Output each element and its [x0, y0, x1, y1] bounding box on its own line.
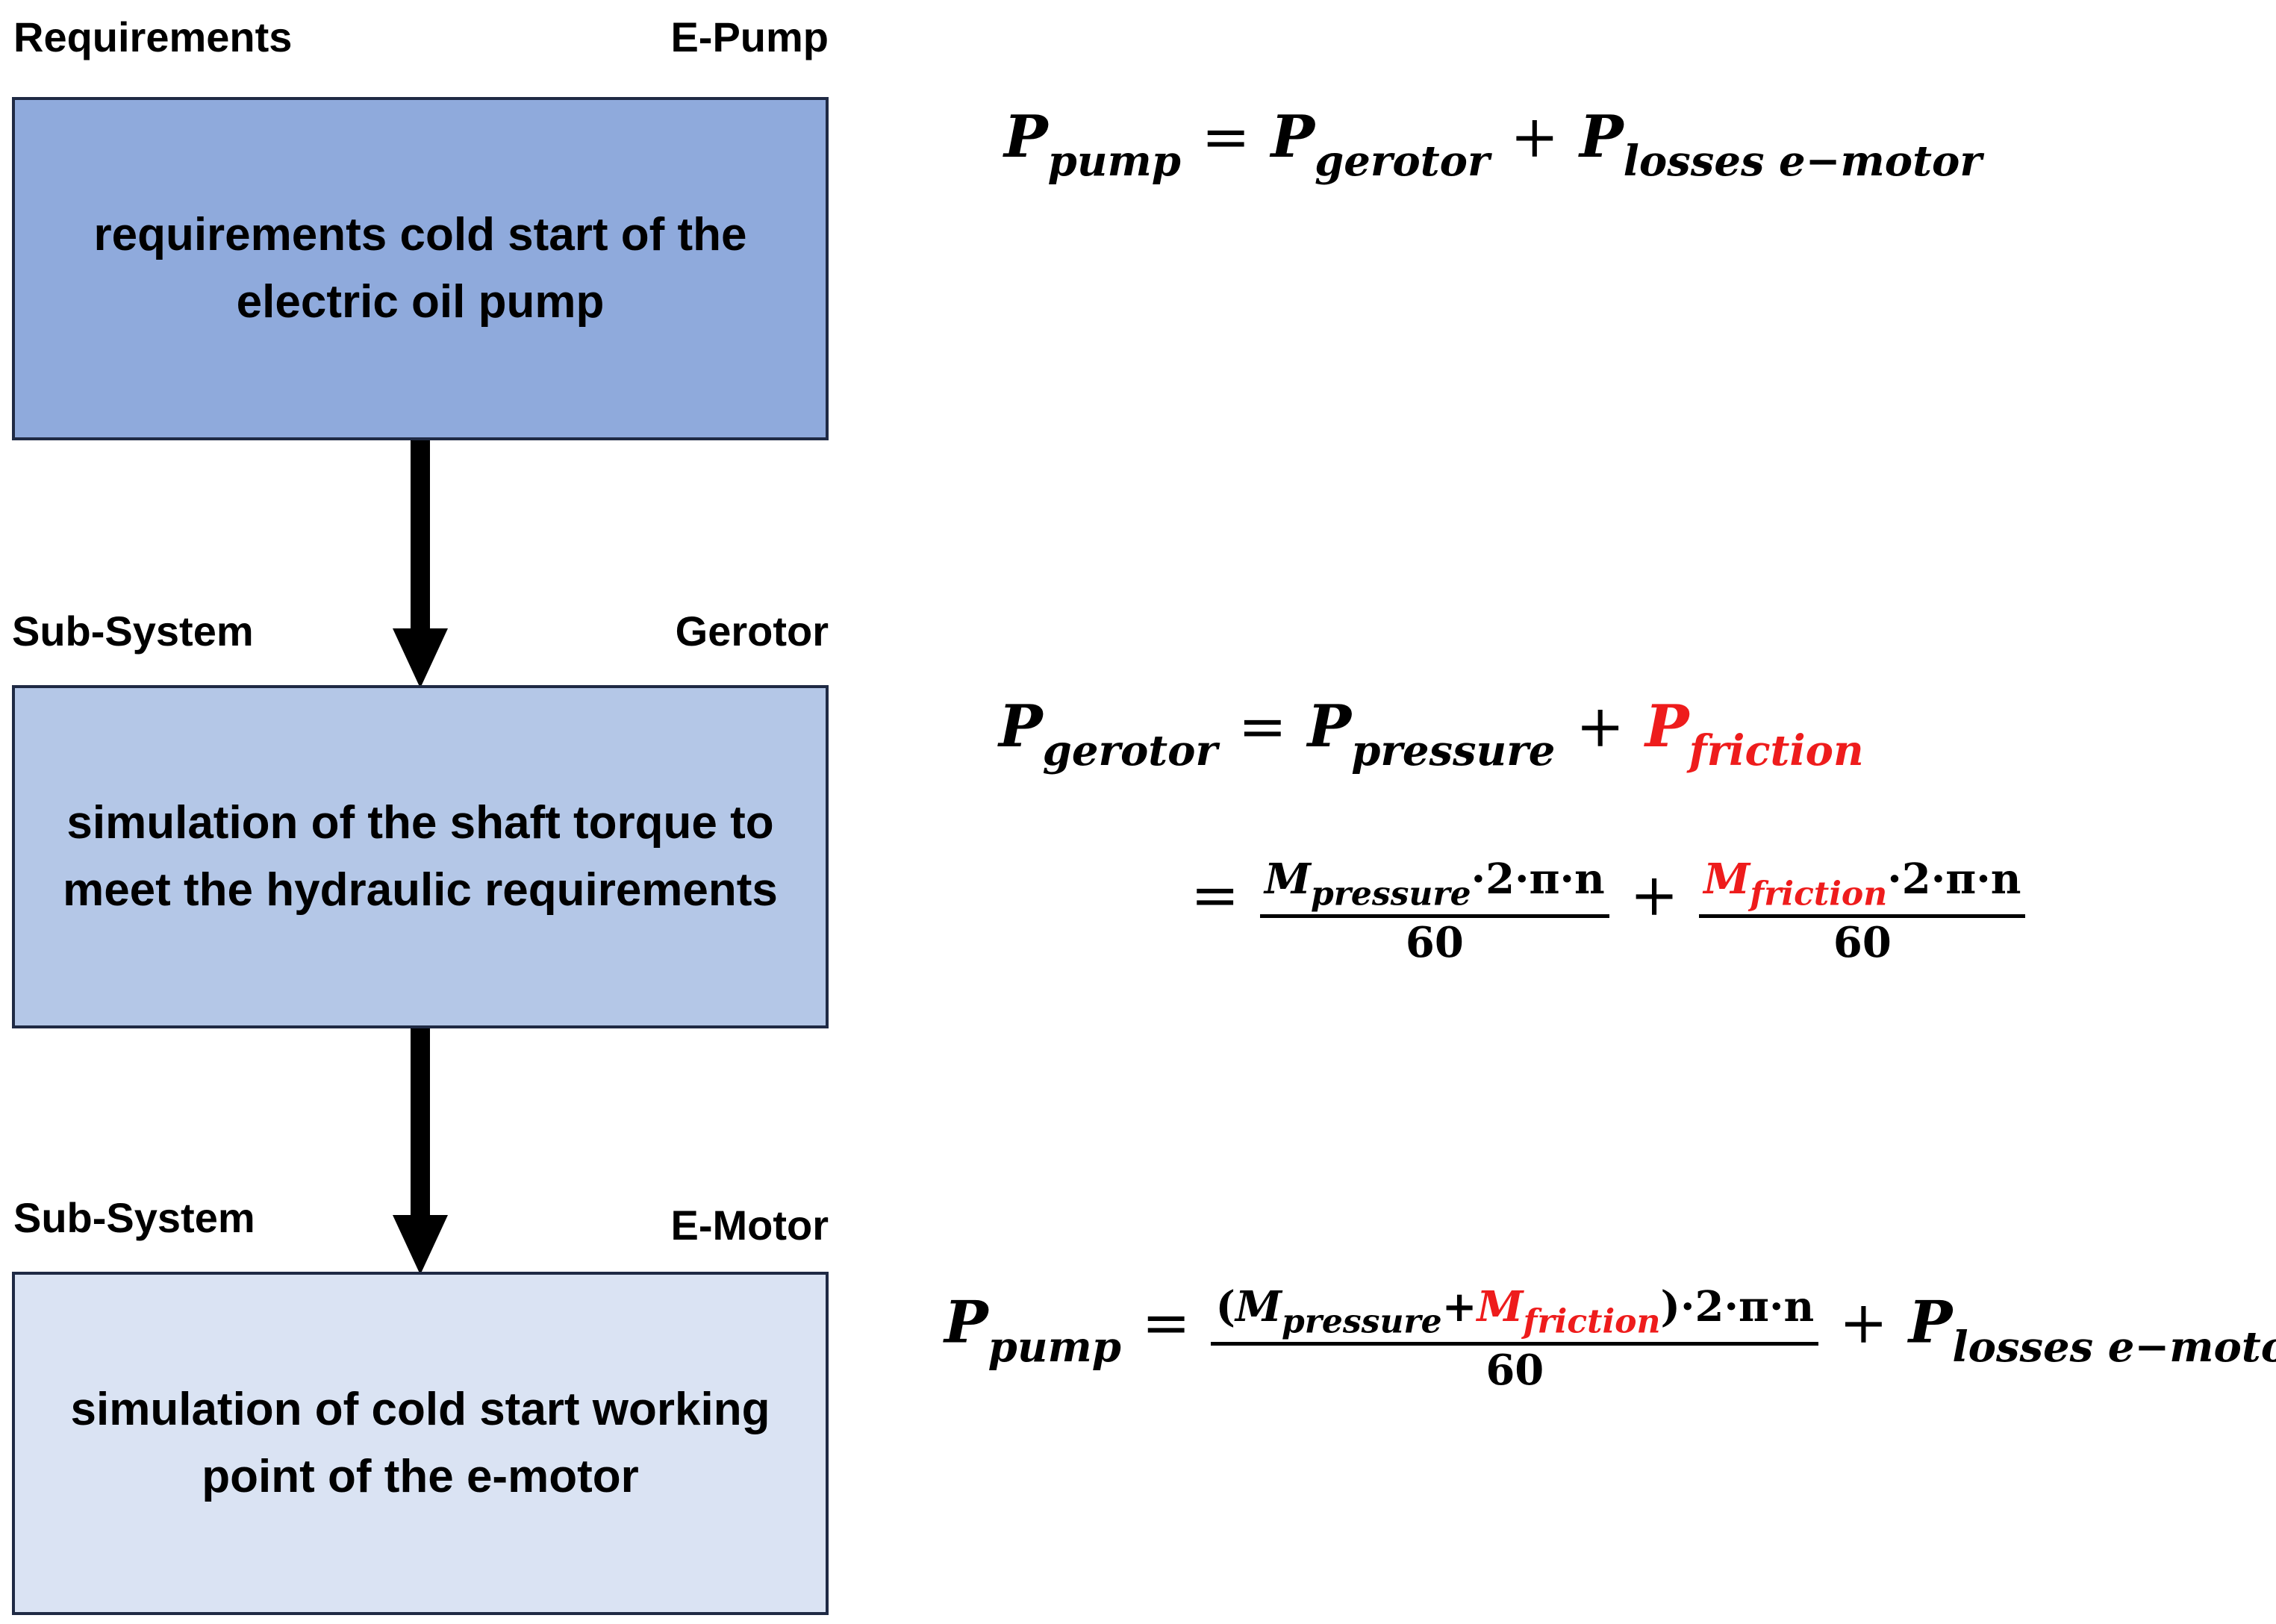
arrow-1-head [393, 628, 448, 688]
level-label-sub-system-1: Sub-System [12, 608, 254, 655]
equation-gerotor-torque-fractions: = Mpressure·2·π·n 60 + Mfriction·2·π·n 6… [1191, 855, 2026, 968]
equation-pump-power: Ppump = Pgerotor + Plosses e−motor [1004, 103, 1982, 187]
arrow-1-shaft [411, 440, 430, 636]
box-e-motor-text: simulation of cold start working point o… [70, 1384, 770, 1502]
box-requirements-text: requirements cold start of the electric … [93, 209, 747, 328]
level-label-gerotor: Gerotor [675, 608, 829, 655]
equation-gerotor-power: Pgerotor = Ppressure + Pfriction [999, 693, 1864, 776]
level-label-requirements: Requirements [13, 13, 293, 60]
fraction-pressure: Mpressure·2·π·n 60 [1259, 855, 1609, 968]
box-e-motor: simulation of cold start working point o… [12, 1272, 829, 1615]
box-gerotor-text: simulation of the shaft torque to meet t… [63, 797, 778, 916]
box-gerotor: simulation of the shaft torque to meet t… [12, 685, 829, 1028]
fraction-combined: (Mpressure+Mfriction)·2·π·n 60 [1211, 1282, 1819, 1396]
level-label-sub-system-2: Sub-System [13, 1194, 255, 1241]
equation-pump-power-combined: Ppump = (Mpressure+Mfriction)·2·π·n 60 +… [944, 1282, 2276, 1396]
arrow-2-head [393, 1215, 448, 1275]
arrow-2-shaft [411, 1028, 430, 1224]
level-label-e-pump: E-Pump [670, 13, 829, 60]
fraction-friction: Mfriction·2·π·n 60 [1699, 855, 2026, 968]
level-label-e-motor: E-Motor [670, 1202, 829, 1249]
box-requirements: requirements cold start of the electric … [12, 97, 829, 440]
